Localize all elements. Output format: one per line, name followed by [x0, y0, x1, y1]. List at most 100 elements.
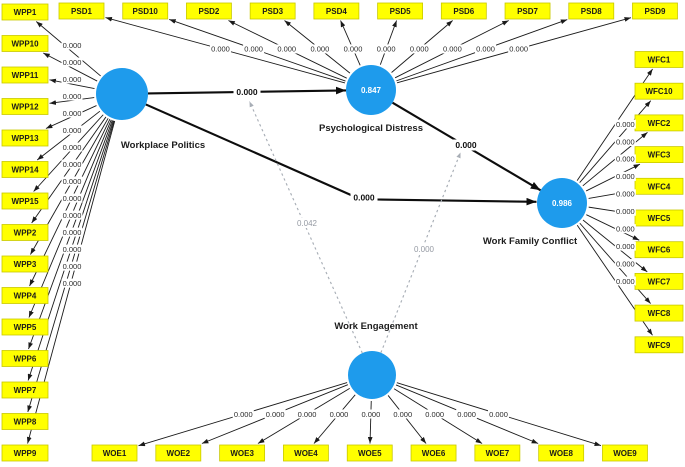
construct-workplace-politics[interactable]	[96, 68, 148, 120]
indicator-WPP13[interactable]: WPP13	[1, 129, 49, 147]
path-wpp_to_wfc[interactable]	[145, 103, 537, 206]
indicator-WPP12[interactable]: WPP12	[1, 98, 49, 115]
indicator-WPP15-box[interactable]	[1, 192, 49, 210]
indicator-WFC5[interactable]: WFC5	[634, 209, 684, 227]
loading-value-WPP5-bg	[61, 210, 83, 220]
indicator-PSD2-box[interactable]	[186, 2, 232, 20]
construct-work-engagement-circle[interactable]	[348, 351, 396, 399]
indicator-WOE3[interactable]: WOE3	[219, 444, 266, 462]
indicator-PSD10[interactable]: PSD10	[122, 2, 169, 20]
indicator-WFC1-box[interactable]	[634, 51, 684, 68]
indicator-WOE3-box[interactable]	[219, 444, 266, 462]
indicator-WPP4-box[interactable]	[1, 287, 49, 304]
construct-psychological-distress[interactable]: 0.847	[346, 65, 396, 115]
indicator-PSD3-box[interactable]	[249, 2, 296, 20]
indicator-WPP7[interactable]: WPP7	[1, 381, 49, 399]
indicator-WPP10[interactable]: WPP10	[1, 35, 49, 52]
indicator-WFC4[interactable]: WFC4	[634, 177, 684, 195]
indicator-WFC8[interactable]: WFC8	[634, 304, 684, 322]
indicator-WPP14-box[interactable]	[1, 161, 49, 178]
indicator-WPP10-box[interactable]	[1, 35, 49, 52]
indicator-WPP4[interactable]: WPP4	[1, 287, 49, 304]
indicator-PSD6[interactable]: PSD6	[440, 2, 487, 20]
construct-work-family-conflict-circle[interactable]	[537, 178, 587, 228]
indicator-WFC9-box[interactable]	[634, 336, 684, 354]
indicator-WFC10-box[interactable]	[634, 82, 684, 100]
indicator-WFC9[interactable]: WFC9	[634, 336, 684, 354]
indicator-WFC8-box[interactable]	[634, 304, 684, 322]
indicator-PSD7[interactable]: PSD7	[504, 2, 551, 20]
construct-work-engagement[interactable]	[348, 351, 396, 399]
indicator-WPP15[interactable]: WPP15	[1, 192, 49, 210]
indicator-WPP13-box[interactable]	[1, 129, 49, 147]
indicator-WPP9[interactable]: WPP9	[1, 444, 49, 462]
indicator-WFC2[interactable]: WFC2	[634, 114, 684, 132]
indicator-PSD5-box[interactable]	[377, 2, 424, 20]
indicator-WOE2-box[interactable]	[155, 444, 202, 462]
construct-psychological-distress-circle[interactable]	[346, 65, 396, 115]
indicator-PSD9[interactable]: PSD9	[632, 2, 678, 20]
indicator-PSD10-box[interactable]	[122, 2, 169, 20]
indicator-WPP7-box[interactable]	[1, 381, 49, 399]
indicator-PSD4[interactable]: PSD4	[313, 2, 360, 20]
indicator-WPP11-box[interactable]	[1, 66, 49, 84]
indicator-WFC5-box[interactable]	[634, 209, 684, 227]
path-wpp_to_wfc-line[interactable]	[145, 103, 353, 197]
indicator-WPP1[interactable]: WPP1	[1, 3, 49, 21]
indicator-WPP2-box[interactable]	[1, 224, 49, 241]
indicator-PSD7-box[interactable]	[504, 2, 551, 20]
indicator-PSD1-box[interactable]	[58, 2, 105, 20]
indicator-WPP3-box[interactable]	[1, 255, 49, 273]
construct-work-family-conflict[interactable]: 0.986	[537, 178, 587, 228]
indicator-WOE9-box[interactable]	[602, 444, 648, 462]
indicator-PSD8-box[interactable]	[568, 2, 615, 20]
path-woe_mod_psd_wfc-line[interactable]	[380, 152, 462, 353]
indicator-WOE5[interactable]: WOE5	[346, 444, 393, 462]
indicator-WFC7[interactable]: WFC7	[634, 272, 684, 290]
path-wpp_to_psd-coefficient-bg	[233, 86, 261, 98]
indicator-WPP5[interactable]: WPP5	[1, 318, 49, 336]
indicator-WOE7-box[interactable]	[474, 444, 521, 462]
indicator-PSD8[interactable]: PSD8	[568, 2, 615, 20]
indicator-WFC6[interactable]: WFC6	[634, 241, 684, 259]
indicator-WOE6-box[interactable]	[410, 444, 457, 462]
indicator-WPP8-box[interactable]	[1, 413, 49, 430]
indicator-PSD5[interactable]: PSD5	[377, 2, 424, 20]
indicator-WPP8[interactable]: WPP8	[1, 413, 49, 430]
indicator-WFC4-box[interactable]	[634, 177, 684, 195]
indicator-WOE2[interactable]: WOE2	[155, 444, 202, 462]
indicator-WPP11[interactable]: WPP11	[1, 66, 49, 84]
path-woe_mod_psd_wfc[interactable]	[380, 152, 462, 353]
indicator-WFC3[interactable]: WFC3	[634, 146, 684, 164]
indicator-WFC1[interactable]: WFC1	[634, 51, 684, 68]
indicator-WPP2[interactable]: WPP2	[1, 224, 49, 241]
indicator-WPP9-box[interactable]	[1, 444, 49, 462]
indicator-WFC10[interactable]: WFC10	[634, 82, 684, 100]
indicator-WOE6[interactable]: WOE6	[410, 444, 457, 462]
indicator-WOE4[interactable]: WOE4	[283, 444, 329, 462]
indicator-WOE8-box[interactable]	[538, 444, 585, 462]
indicator-WPP14[interactable]: WPP14	[1, 161, 49, 178]
indicator-WOE5-box[interactable]	[346, 444, 393, 462]
indicator-WOE1-box[interactable]	[91, 444, 138, 462]
indicator-WOE7[interactable]: WOE7	[474, 444, 521, 462]
construct-workplace-politics-circle[interactable]	[96, 68, 148, 120]
indicator-PSD4-box[interactable]	[313, 2, 360, 20]
indicator-PSD9-box[interactable]	[632, 2, 678, 20]
indicator-WPP1-box[interactable]	[1, 3, 49, 21]
indicator-PSD2[interactable]: PSD2	[186, 2, 232, 20]
indicator-WOE1[interactable]: WOE1	[91, 444, 138, 462]
indicator-WPP12-box[interactable]	[1, 98, 49, 115]
indicator-WPP3[interactable]: WPP3	[1, 255, 49, 273]
indicator-WOE4-box[interactable]	[283, 444, 329, 462]
indicator-PSD6-box[interactable]	[440, 2, 487, 20]
indicator-PSD1[interactable]: PSD1	[58, 2, 105, 20]
indicator-PSD3[interactable]: PSD3	[249, 2, 296, 20]
indicator-WOE9[interactable]: WOE9	[602, 444, 648, 462]
indicator-WPP5-box[interactable]	[1, 318, 49, 336]
path-wpp_to_wfc-line[interactable]	[375, 197, 537, 206]
indicator-WFC7-label: WFC7	[648, 277, 671, 286]
indicator-WOE8[interactable]: WOE8	[538, 444, 585, 462]
indicator-WPP6[interactable]: WPP6	[1, 350, 49, 367]
indicator-WPP6-box[interactable]	[1, 350, 49, 367]
